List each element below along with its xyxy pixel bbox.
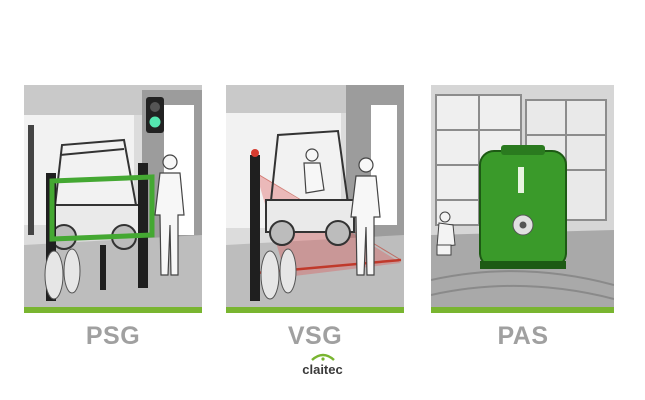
vsg-illustration xyxy=(226,85,404,307)
claitec-logo: claitec xyxy=(290,352,355,382)
psg-panel xyxy=(24,85,202,313)
pas-accent-bar xyxy=(431,307,614,313)
pas-label: PAS xyxy=(497,322,549,350)
psg-illustration xyxy=(24,85,202,307)
logo-brand-name: claitec xyxy=(302,362,343,377)
pas-panel xyxy=(431,85,614,313)
psg-accent-bar xyxy=(24,307,202,313)
vsg-label: VSG xyxy=(287,322,343,350)
vsg-accent-bar xyxy=(226,307,404,313)
logo-swoosh-icon xyxy=(310,353,335,361)
pas-illustration xyxy=(431,85,614,307)
psg-label: PSG xyxy=(85,322,141,350)
vsg-panel xyxy=(226,85,404,313)
